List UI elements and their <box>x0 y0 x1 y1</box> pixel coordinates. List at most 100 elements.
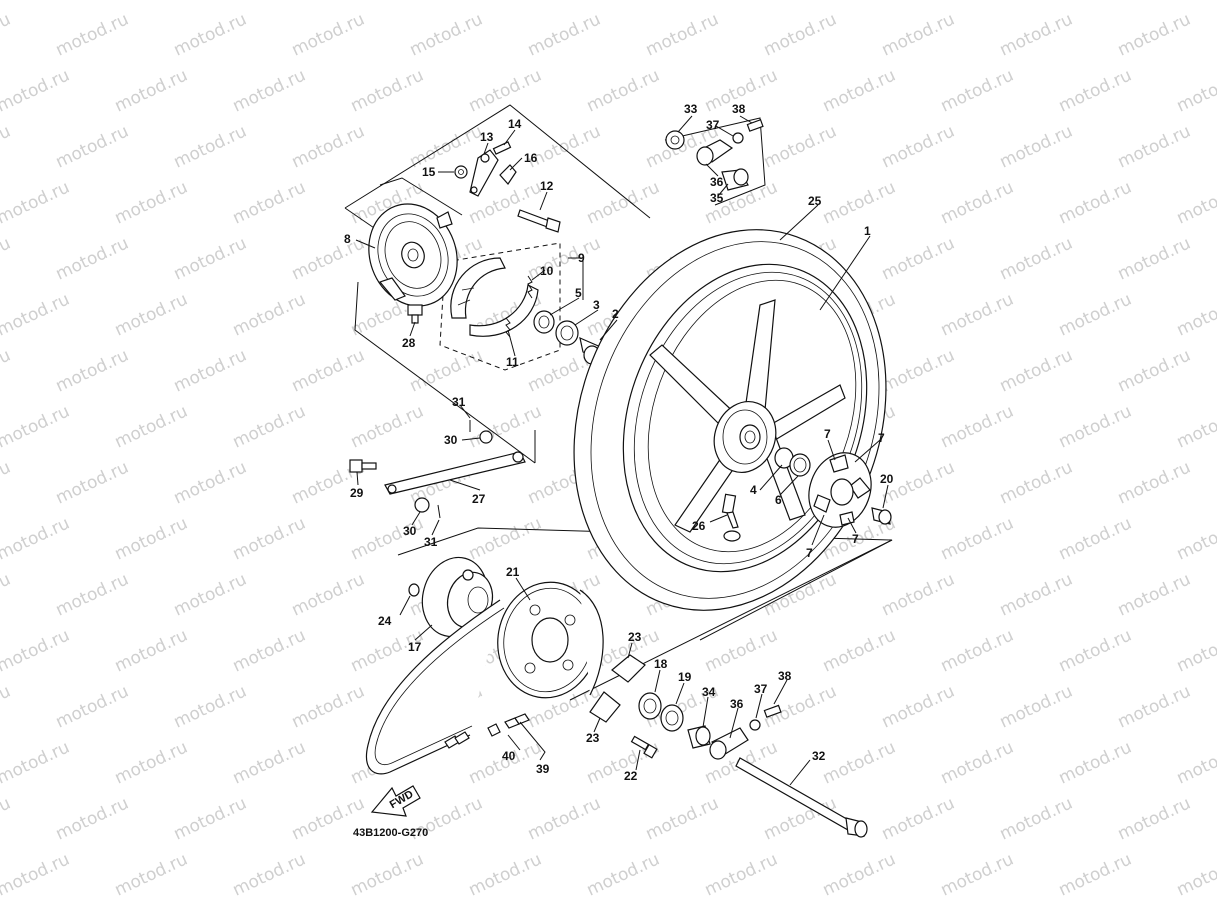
callout-5: 5 <box>575 286 582 300</box>
callout-8: 8 <box>344 232 351 246</box>
watermark-text: motod.ru <box>289 345 368 396</box>
callout-17: 17 <box>408 640 422 654</box>
watermark-text: motod.ru <box>348 65 427 116</box>
watermark-text: motod.ru <box>997 681 1076 732</box>
watermark-text: motod.ru <box>761 121 840 172</box>
watermark-text: motod.ru <box>407 121 486 172</box>
callout-20: 20 <box>880 472 894 486</box>
watermark-text: motod.ru <box>0 0 73 5</box>
nut-37-top <box>732 132 744 144</box>
watermark-text: motod.ru <box>230 177 309 228</box>
watermark-text: motod.ru <box>0 793 14 844</box>
watermark-text: motod.ru <box>1174 289 1217 340</box>
nut-37-lower <box>749 719 761 731</box>
nut-15 <box>454 165 468 179</box>
watermark-text: motod.ru <box>1056 177 1135 228</box>
watermark-text: motod.ru <box>938 177 1017 228</box>
watermark-text: motod.ru <box>112 737 191 788</box>
callout-32: 32 <box>812 749 826 763</box>
watermark-text: motod.ru <box>1056 737 1135 788</box>
watermark-text: motod.ru <box>1115 121 1194 172</box>
watermark-text: motod.ru <box>53 345 132 396</box>
wheel-axle <box>735 757 868 838</box>
watermark-text: motod.ru <box>879 345 958 396</box>
watermark-text: motod.ru <box>820 849 899 900</box>
callout-36-lower: 36 <box>730 697 744 711</box>
bolt-29 <box>349 459 377 473</box>
watermark-text: motod.ru <box>53 569 132 620</box>
bearing-18 <box>638 692 662 720</box>
watermark-text: motod.ru <box>171 569 250 620</box>
watermark-text: motod.ru <box>407 9 486 60</box>
watermark-text: motod.ru <box>1056 0 1135 5</box>
watermark-text: motod.ru <box>53 457 132 508</box>
watermark-text: motod.ru <box>466 849 545 900</box>
washer-30-lower <box>414 497 430 513</box>
chain-puller-upper <box>611 654 646 683</box>
watermark-text: motod.ru <box>879 569 958 620</box>
watermark-text: motod.ru <box>112 513 191 564</box>
watermark-text: motod.ru <box>289 569 368 620</box>
watermark-text: motod.ru <box>171 345 250 396</box>
watermark-text: motod.ru <box>820 0 899 5</box>
callout-7-top-right: 7 <box>878 431 885 445</box>
watermark-text: motod.ru <box>997 345 1076 396</box>
watermark-text: motod.ru <box>348 849 427 900</box>
watermark-text: motod.ru <box>230 0 309 5</box>
callout-37-lower: 37 <box>754 682 768 696</box>
callout-21: 21 <box>506 565 520 579</box>
callout-1: 1 <box>864 224 871 238</box>
watermark-text: motod.ru <box>879 681 958 732</box>
watermark-text: motod.ru <box>938 513 1017 564</box>
bolt-38-top <box>746 119 764 132</box>
watermark-text: motod.ru <box>171 681 250 732</box>
callout-7-bottom-right: 7 <box>852 532 859 546</box>
watermark-text: motod.ru <box>879 793 958 844</box>
watermark-text: motod.ru <box>1056 849 1135 900</box>
callout-7-top-left: 7 <box>824 427 831 441</box>
callout-31-upper: 31 <box>452 395 466 409</box>
callout-26: 26 <box>692 519 706 533</box>
watermark-text: motod.ru <box>0 457 14 508</box>
adjuster-36-top <box>696 139 734 166</box>
callout-37-top: 37 <box>706 118 720 132</box>
callout-14: 14 <box>508 117 522 131</box>
watermark-text: motod.ru <box>643 793 722 844</box>
callout-38-top: 38 <box>732 102 746 116</box>
watermark-text: motod.ru <box>997 793 1076 844</box>
watermark-text: motod.ru <box>0 177 73 228</box>
watermark-text: motod.ru <box>1174 65 1217 116</box>
watermark-text: motod.ru <box>0 401 73 452</box>
watermark-text: motod.ru <box>1174 401 1217 452</box>
watermark-text: motod.ru <box>525 9 604 60</box>
callout-30-upper: 30 <box>444 433 458 447</box>
watermark-text: motod.ru <box>1174 177 1217 228</box>
callout-29: 29 <box>350 486 364 500</box>
callout-34: 34 <box>702 685 716 699</box>
watermark-text: motod.ru <box>112 849 191 900</box>
watermark-text: motod.ru <box>879 9 958 60</box>
watermark-text: motod.ru <box>820 65 899 116</box>
watermark-text: motod.ru <box>53 121 132 172</box>
callout-labels: 1 2 3 4 5 6 7 7 7 7 8 9 10 11 12 13 14 1… <box>344 102 894 783</box>
callout-9: 9 <box>578 251 585 265</box>
watermark-text: motod.ru <box>348 401 427 452</box>
watermark-text: motod.ru <box>230 401 309 452</box>
watermark-text: motod.ru <box>997 569 1076 620</box>
watermark-text: motod.ru <box>702 849 781 900</box>
bolt-28 <box>407 304 423 324</box>
watermark-text: motod.ru <box>761 9 840 60</box>
washer-30-upper <box>479 430 493 444</box>
watermark-text: motod.ru <box>1174 737 1217 788</box>
watermark-text: motod.ru <box>230 625 309 676</box>
sprocket-hub <box>421 556 494 638</box>
watermark-text: motod.ru <box>997 121 1076 172</box>
callout-36-top: 36 <box>710 175 724 189</box>
watermark-text: motod.ru <box>289 233 368 284</box>
watermark-text: motod.ru <box>0 849 73 900</box>
callout-15: 15 <box>422 165 436 179</box>
watermark-text: motod.ru <box>0 121 14 172</box>
callout-3: 3 <box>593 298 600 312</box>
watermark-text: motod.ru <box>1056 401 1135 452</box>
watermark-text: motod.ru <box>584 177 663 228</box>
